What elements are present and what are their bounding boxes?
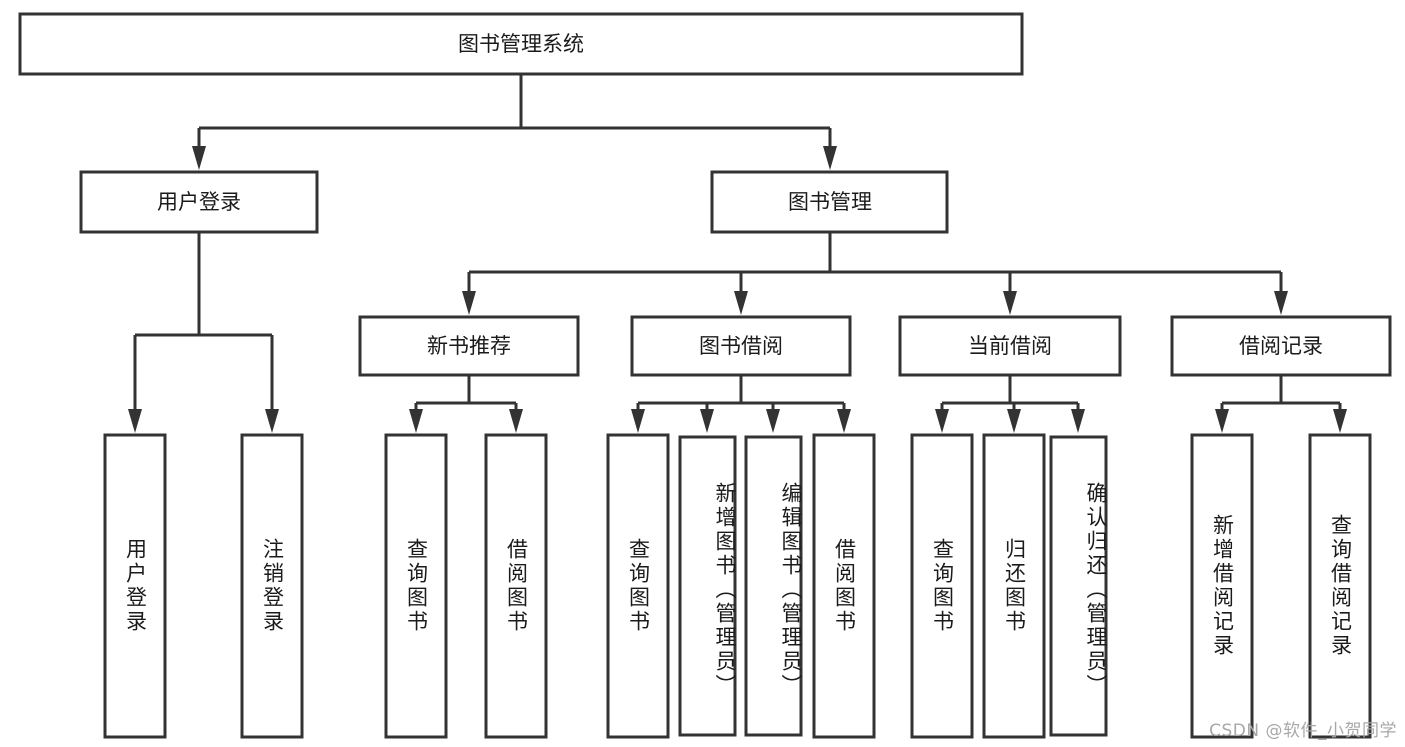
leaf-box-borrow-book-1[interactable]	[484, 433, 548, 739]
arrow-leaf-logout	[265, 409, 279, 433]
leaf-box-return-book[interactable]	[982, 433, 1046, 739]
leaf-box-add-book-admin[interactable]	[678, 435, 737, 737]
node-book-borrow[interactable]: 图书借阅	[630, 315, 852, 377]
leaf-box-query-book-1[interactable]	[384, 433, 448, 739]
arrow-leaf-borrow-book-2	[837, 409, 851, 433]
arrow-to-new-book-rec	[462, 291, 476, 315]
arrow-to-current-borrow	[1003, 291, 1017, 315]
node-root-box[interactable]	[18, 12, 1024, 76]
csdn-watermark: CSDN @软件_小贺同学	[1209, 721, 1397, 741]
arrow-leaf-edit-book	[766, 409, 780, 433]
arrow-to-user-login	[192, 146, 206, 170]
node-new-book-recommend-label: 新书推荐	[427, 334, 511, 358]
arrow-to-borrow-record	[1274, 291, 1288, 315]
leaf-box-query-book-3[interactable]	[910, 433, 974, 739]
arrow-to-book-manage	[823, 146, 837, 170]
node-book-manage-box[interactable]	[710, 170, 949, 234]
leaf-box-add-borrow-record[interactable]	[1190, 433, 1254, 739]
leaf-box-query-borrow-record[interactable]	[1308, 433, 1372, 739]
arrow-leaf-user-login	[128, 409, 142, 433]
leaf-box-logout[interactable]	[240, 433, 304, 739]
leaf-box-borrow-book-2[interactable]	[812, 433, 876, 739]
arrow-leaf-return-book	[1007, 409, 1021, 433]
connector-group-book-manage-children	[462, 232, 1288, 315]
connector-group-user-login-children	[128, 232, 279, 433]
leaf-box-confirm-return-admin[interactable]	[1049, 435, 1108, 737]
node-user-login-label: 用户登录	[157, 190, 241, 214]
leaf-box-edit-book-admin[interactable]	[744, 435, 803, 737]
node-book-borrow-box[interactable]	[630, 315, 852, 377]
connector-group-root-to-level2	[192, 74, 837, 170]
node-user-login-box[interactable]	[79, 170, 319, 234]
arrow-leaf-query-record	[1333, 409, 1347, 433]
arrow-leaf-query-book-1	[409, 409, 423, 433]
node-current-borrow-box[interactable]	[898, 315, 1122, 377]
node-root[interactable]: 图书管理系统	[18, 12, 1024, 76]
arrow-leaf-add-record	[1215, 409, 1229, 433]
node-current-borrow-label: 当前借阅	[968, 334, 1052, 358]
node-user-login[interactable]: 用户登录	[79, 170, 319, 234]
connector-group-book-borrow-children	[631, 375, 851, 433]
arrow-leaf-query-book-2	[631, 409, 645, 433]
leaf-box-user-login[interactable]	[103, 433, 167, 739]
arrow-leaf-confirm-return	[1071, 409, 1085, 433]
connector-group-borrow-record-children	[1215, 375, 1347, 433]
node-root-label: 图书管理系统	[458, 32, 584, 56]
arrow-leaf-add-book	[700, 409, 714, 433]
node-borrow-record[interactable]: 借阅记录	[1170, 315, 1392, 377]
node-new-book-recommend-box[interactable]	[358, 315, 580, 377]
node-borrow-record-label: 借阅记录	[1239, 334, 1323, 358]
node-book-manage[interactable]: 图书管理	[710, 170, 949, 234]
node-book-manage-label: 图书管理	[788, 190, 872, 214]
leaf-box-query-book-2[interactable]	[606, 433, 670, 739]
connector-group-current-borrow-children	[935, 375, 1085, 433]
node-current-borrow[interactable]: 当前借阅	[898, 315, 1122, 377]
arrow-leaf-borrow-book-1	[509, 409, 523, 433]
connector-group-new-book-rec-children	[409, 375, 523, 433]
node-new-book-recommend[interactable]: 新书推荐	[358, 315, 580, 377]
arrow-leaf-query-book-3	[935, 409, 949, 433]
node-book-borrow-label: 图书借阅	[699, 334, 783, 358]
arrow-to-book-borrow	[734, 291, 748, 315]
node-borrow-record-box[interactable]	[1170, 315, 1392, 377]
